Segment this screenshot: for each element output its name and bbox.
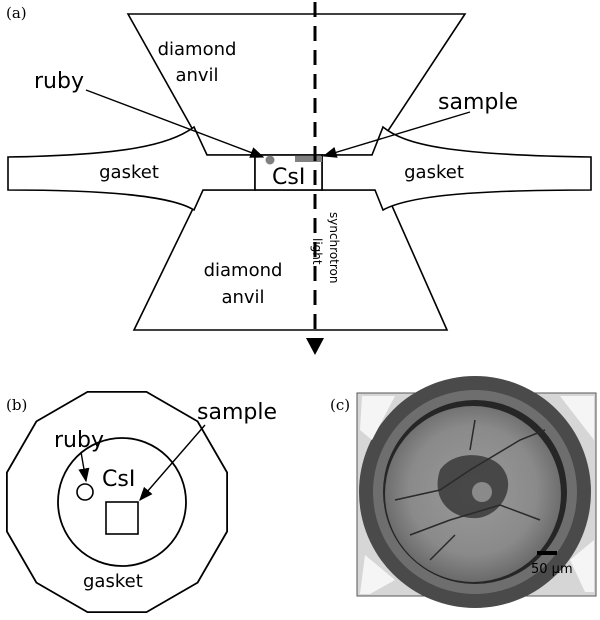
beam-label-2: light <box>310 238 324 265</box>
ruby-circle-b <box>76 483 94 501</box>
scale-label: 50 μm <box>531 562 573 577</box>
gasket-right-shape <box>321 125 592 212</box>
panel-b: (b) ruby sample CsI gasket <box>6 390 277 613</box>
sample-crystal <box>437 455 509 519</box>
sample-square-b <box>105 501 139 535</box>
ruby-spot <box>472 482 492 502</box>
ruby-label-a: ruby <box>34 69 84 94</box>
gasket-right-label: gasket <box>404 162 464 183</box>
beam-arrowhead <box>306 338 324 355</box>
lower-diamond-anvil <box>132 189 449 331</box>
panel-a-tag: (a) <box>6 4 27 22</box>
gasket-label-b: gasket <box>83 571 143 592</box>
sample-label-b: sample <box>197 400 277 425</box>
beam-label: synchrotron light <box>310 212 341 284</box>
beam-label-1: synchrotron <box>327 212 341 284</box>
gasket-left-label: gasket <box>99 162 159 183</box>
gasket-left-shape <box>7 125 256 212</box>
sample-pointer-b <box>139 424 206 502</box>
sample-marker <box>295 156 322 162</box>
csi-label-b: CsI <box>102 467 135 492</box>
ruby-pointer-b <box>78 451 90 483</box>
ruby-label-b: ruby <box>54 428 104 453</box>
lower-anvil-label-1: diamond <box>204 260 283 281</box>
panel-a: (a) diamond anvil diamond anvil gasket g… <box>6 2 592 355</box>
panel-c: (c) 50 μm <box>330 376 597 608</box>
sample-label-a: sample <box>438 90 518 115</box>
upper-anvil-label-1: diamond <box>158 39 237 60</box>
ruby-marker <box>265 155 275 165</box>
csi-label-a: CsI <box>272 165 305 190</box>
panel-b-tag: (b) <box>6 396 27 414</box>
lower-anvil-label-2: anvil <box>221 287 264 308</box>
rim-highlights <box>360 396 594 594</box>
panel-c-tag: (c) <box>330 396 350 414</box>
ruby-pointer-a <box>85 89 265 158</box>
scale-bar <box>537 551 557 555</box>
sample-pointer-a <box>322 111 471 158</box>
crack-lines <box>394 419 546 561</box>
upper-anvil-label-2: anvil <box>175 65 218 86</box>
